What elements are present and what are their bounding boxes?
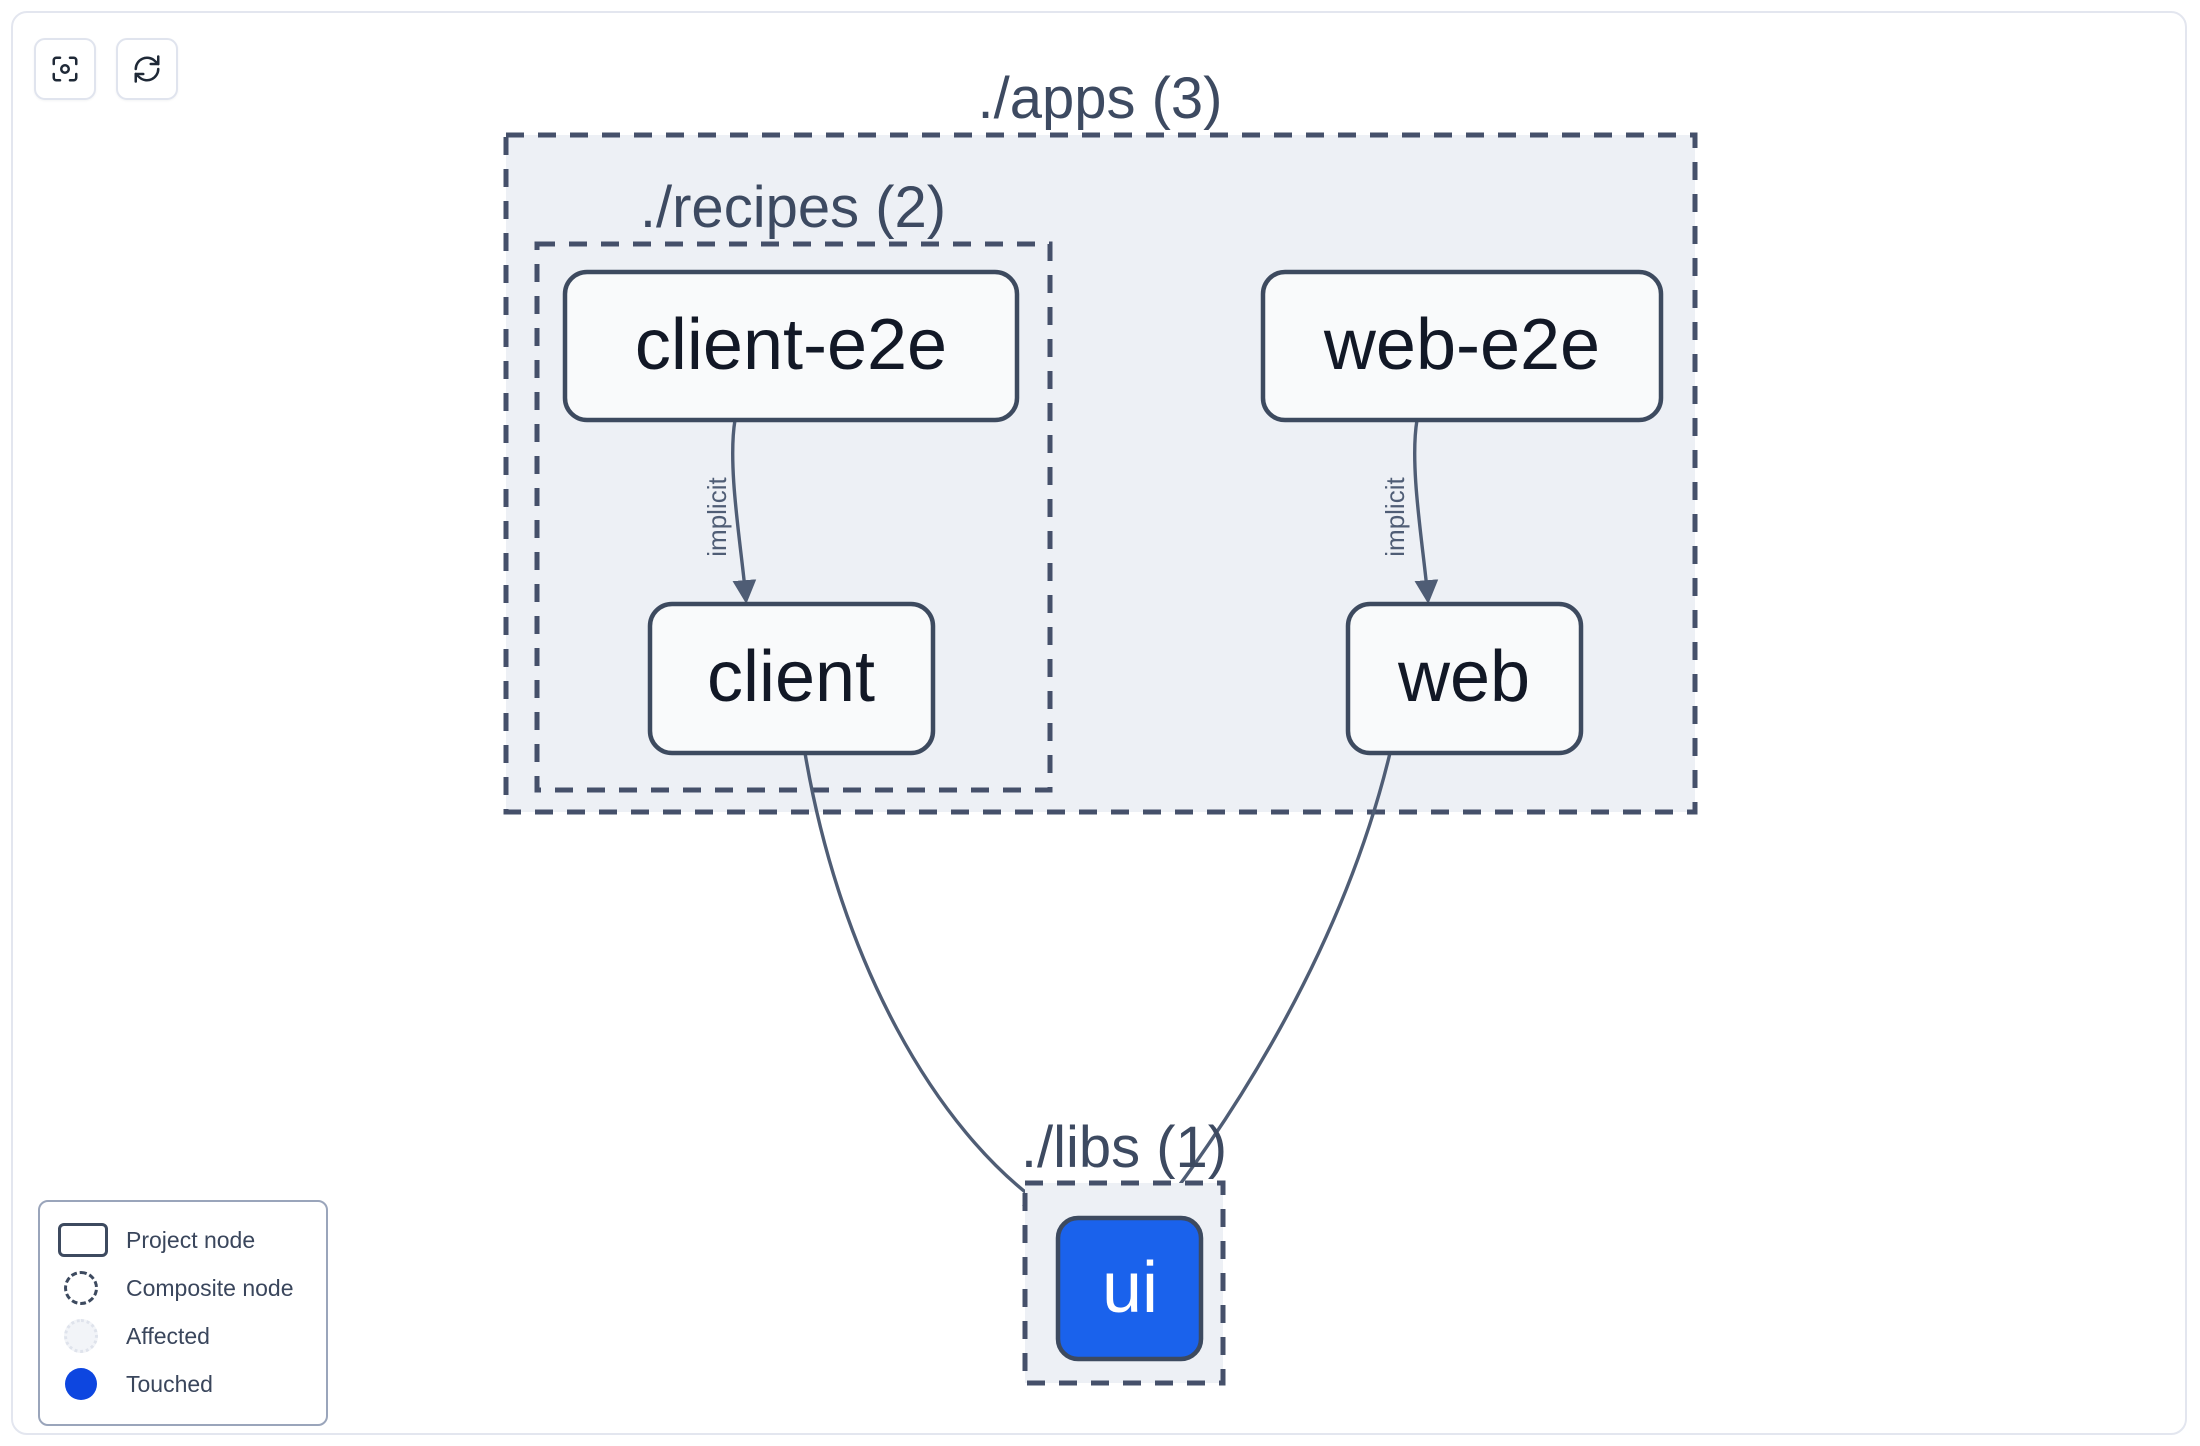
node-web[interactable]: web [1345,601,1584,756]
legend-label-project-node: Project node [126,1226,256,1253]
legend-label-touched: Touched [126,1370,213,1397]
legend-item-project-node: Project node [58,1216,308,1264]
node-web-e2e-rect[interactable] [1260,269,1664,423]
refresh-graph-button[interactable] [116,38,178,100]
edge-web-e2e-to-web[interactable] [1412,419,1439,604]
node-client-e2e-rect[interactable] [562,269,1020,423]
project-node-swatch [58,1223,114,1257]
node-client-e2e[interactable]: client-e2e [562,269,1020,423]
legend-label-affected: Affected [126,1322,210,1349]
node-client-rect[interactable] [647,601,936,756]
node-ui[interactable]: ui [1055,1215,1204,1362]
focus-graph-button[interactable] [34,38,96,100]
node-web-rect[interactable] [1345,601,1584,756]
touched-swatch [58,1367,114,1401]
edge-web-to-ui[interactable] [1160,752,1392,1211]
affected-swatch [58,1319,114,1353]
graph-toolbar [34,38,178,100]
refresh-sync-icon [132,54,162,84]
composite-node-swatch [58,1271,114,1305]
legend-item-composite-node: Composite node [58,1264,308,1312]
edge-client-e2e-to-client[interactable] [730,419,757,604]
node-web-e2e[interactable]: web-e2e [1260,269,1664,423]
graph-legend: Project node Composite node Affected Tou… [38,1200,328,1426]
edge-client-to-ui[interactable] [803,752,1049,1210]
node-client[interactable]: client [647,601,936,756]
legend-item-touched: Touched [58,1360,308,1408]
legend-label-composite-node: Composite node [126,1274,294,1301]
node-ui-rect[interactable] [1055,1215,1204,1362]
focus-viewfinder-icon [50,54,80,84]
legend-item-affected: Affected [58,1312,308,1360]
